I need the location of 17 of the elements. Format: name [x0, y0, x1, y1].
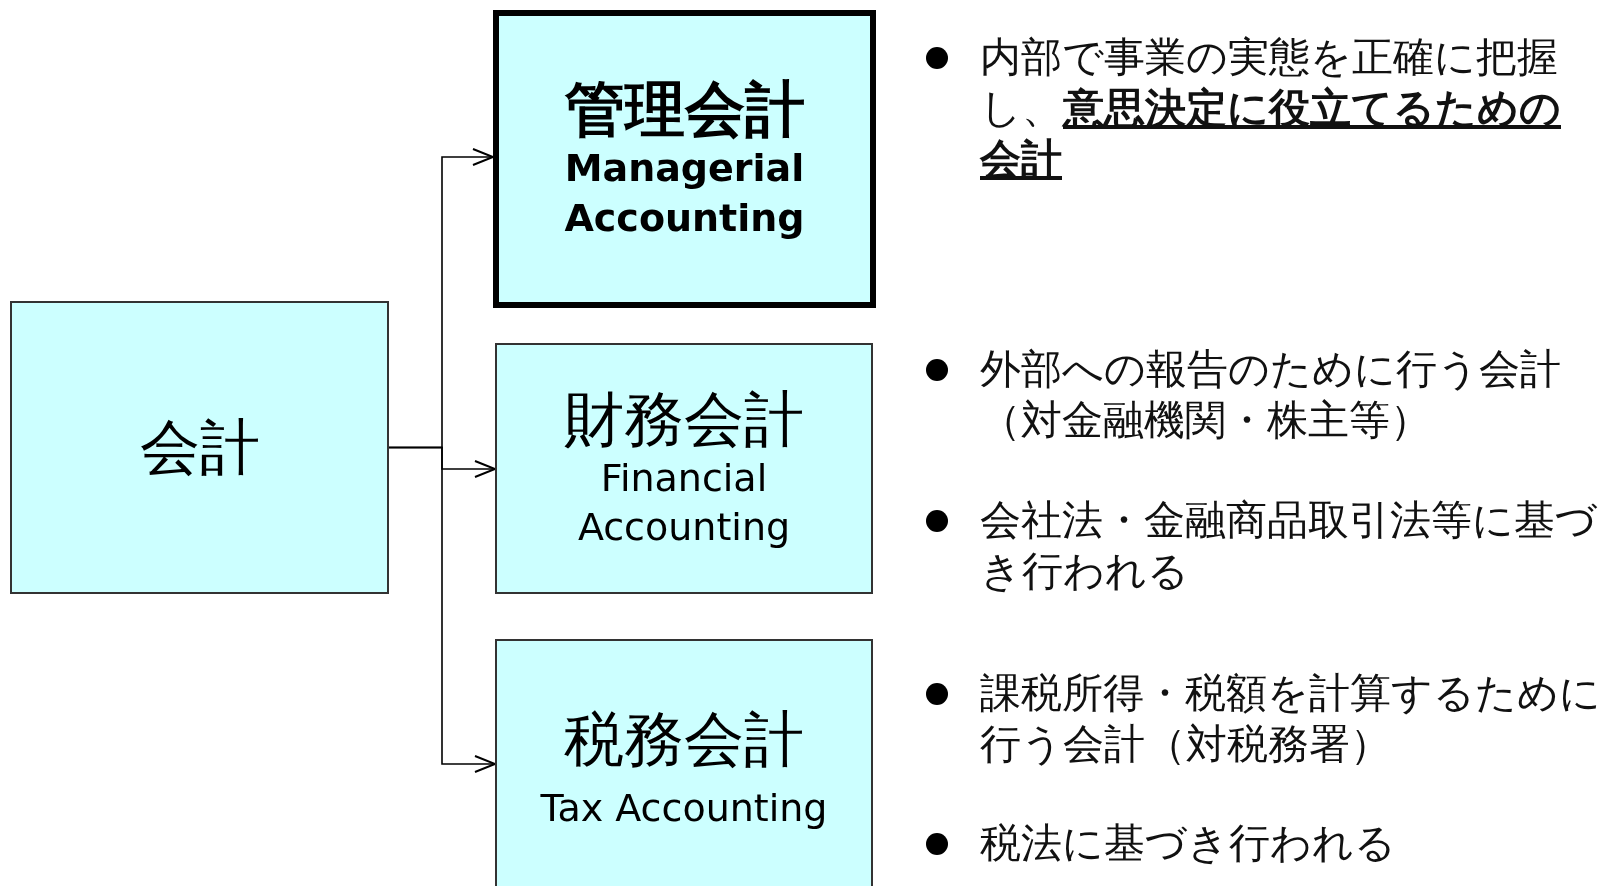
- box-subtitle: Managerial Accounting: [563, 145, 806, 242]
- bullet-text: 税法に基づき行われる: [980, 818, 1397, 869]
- process-box: [10, 301, 389, 594]
- bullet-text: 会社法・金融商品取引法等に基づき行われる: [980, 495, 1598, 597]
- box-title: 会計: [139, 413, 260, 482]
- box-title: 税務会計: [564, 704, 804, 774]
- process-box: [493, 10, 876, 308]
- arrow: [388, 446, 496, 773]
- box-title: 管理会計: [564, 75, 805, 145]
- box-subtitle: Financial Accounting: [576, 454, 792, 551]
- process-box: [495, 639, 873, 886]
- box-title: 財務会計: [564, 384, 804, 454]
- box-subtitle: Tax Accounting: [540, 784, 828, 832]
- bullet-text: 内部で事業の実態を正確に把握し、意思決定に役立てるための会計: [980, 32, 1562, 185]
- bullet-text: 課税所得・税額を計算するために行う会計（対税務署）: [980, 668, 1602, 770]
- process-box: [495, 343, 873, 594]
- bullet-text: 外部への報告のために行う会計（対金融機関・株主等）: [980, 344, 1562, 446]
